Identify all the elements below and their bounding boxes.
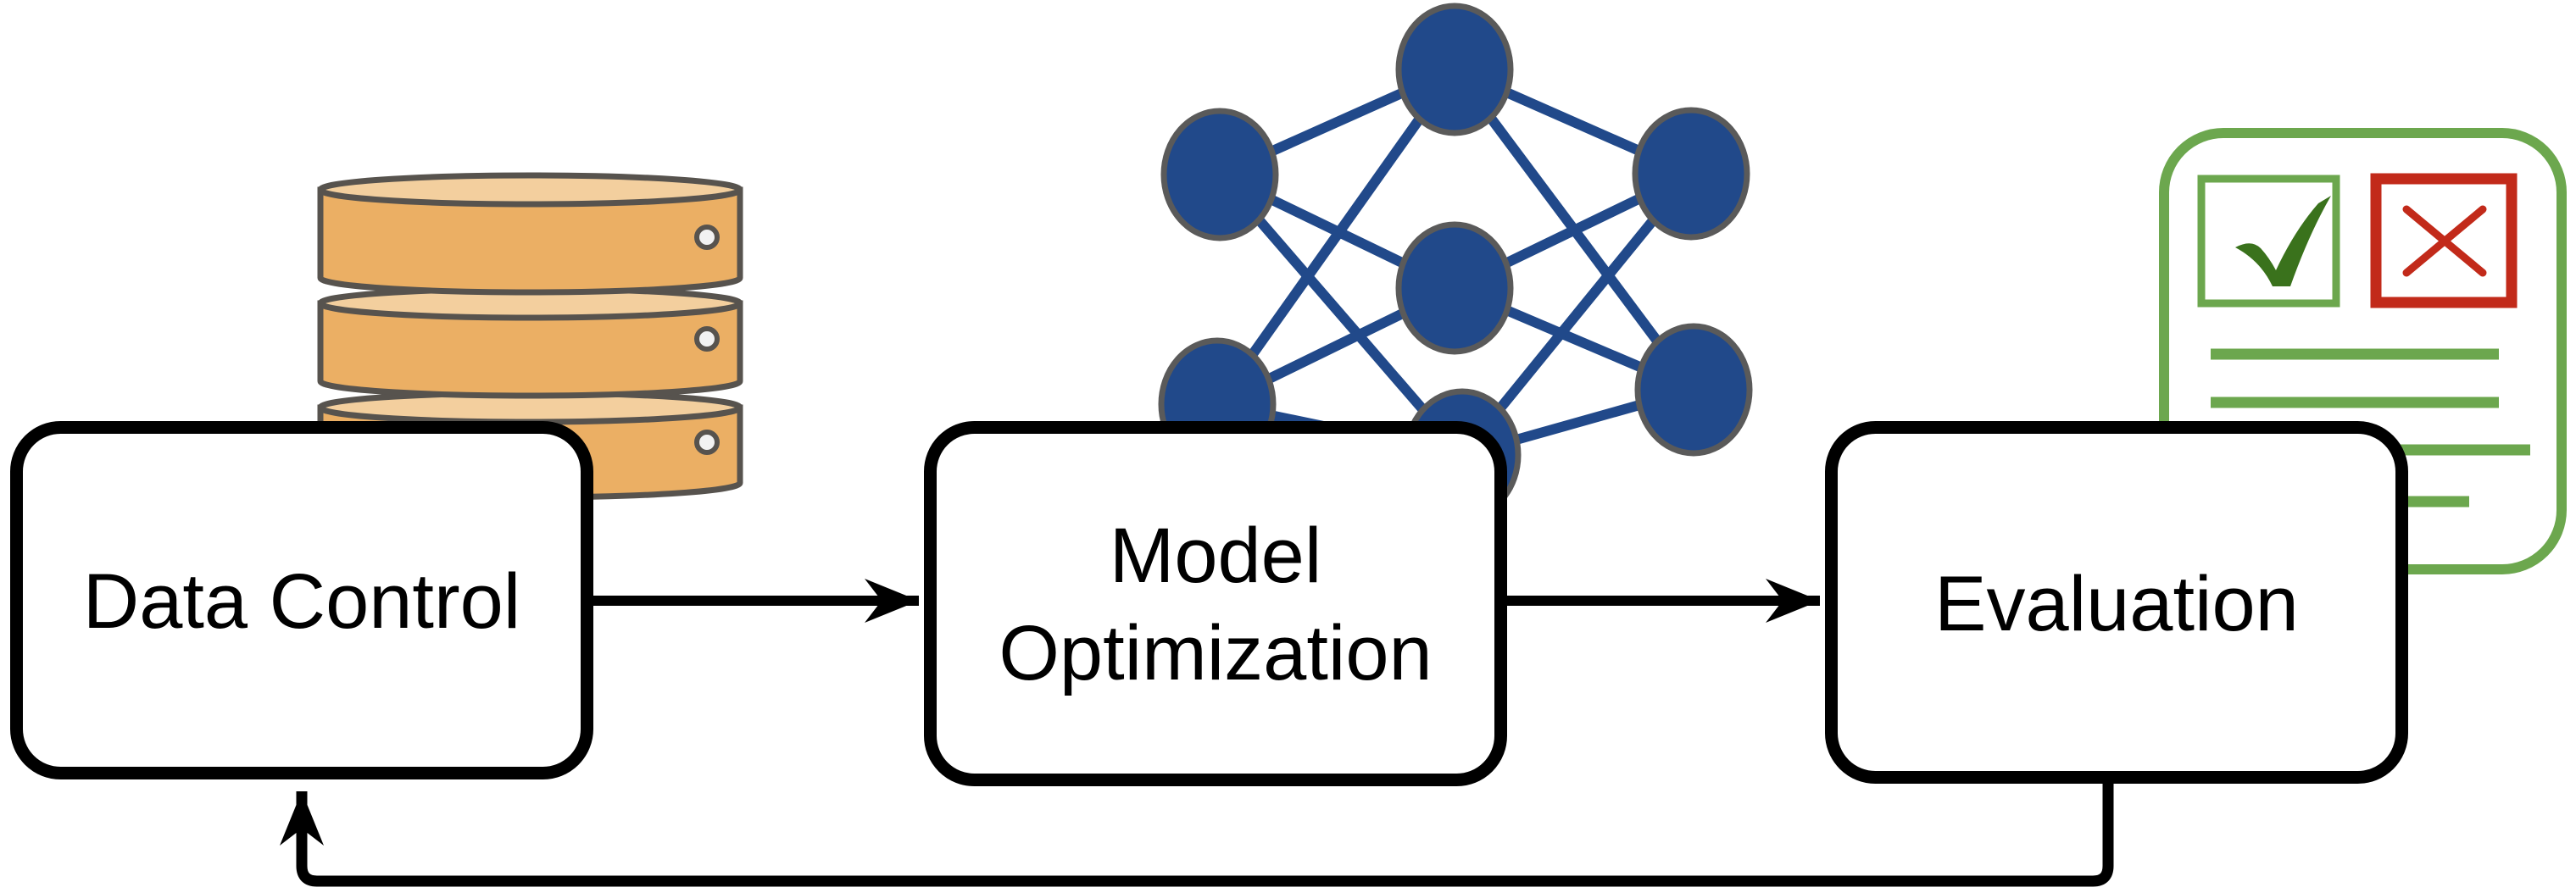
cross-icon xyxy=(2402,205,2487,277)
nn-node xyxy=(1160,108,1279,241)
nn-node xyxy=(1395,221,1514,355)
nn-node xyxy=(1395,3,1514,136)
node-label: Data Control xyxy=(83,558,520,645)
database-icon xyxy=(317,172,743,501)
node-label-line2: Optimization xyxy=(999,610,1432,696)
database-disk xyxy=(317,172,743,296)
feedback-arrow-evaluation-to-data xyxy=(280,781,2114,887)
led-dot xyxy=(694,430,720,455)
led-dot xyxy=(694,225,720,250)
node-label-line1: Model xyxy=(1110,513,1322,599)
checkbox xyxy=(2197,175,2340,308)
flowchart-nodes: Data Control Model Optimization Evaluati… xyxy=(10,421,2408,786)
led-dot xyxy=(694,326,720,352)
node-evaluation: Evaluation xyxy=(1825,421,2408,784)
crossbox xyxy=(2370,173,2518,308)
node-label: Evaluation xyxy=(1934,561,2299,647)
flowchart-arrows xyxy=(280,579,2114,887)
nn-node xyxy=(1634,323,1753,457)
checkmark-icon xyxy=(2235,196,2331,286)
node-model-optimization: Model Optimization xyxy=(924,421,1507,786)
database-disk xyxy=(317,286,743,399)
node-data-control: Data Control xyxy=(10,421,593,779)
nn-node xyxy=(1632,107,1750,241)
